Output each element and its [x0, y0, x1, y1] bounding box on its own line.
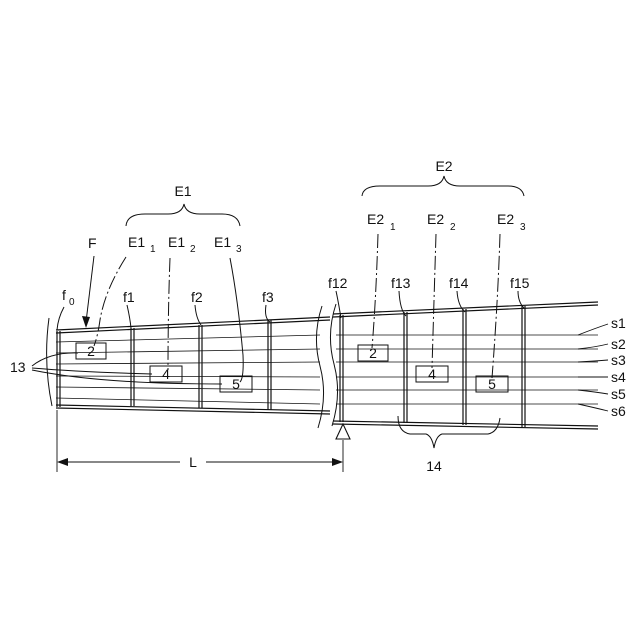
label-f2: f2	[191, 289, 203, 305]
label-f15: f15	[510, 275, 530, 291]
label-s1: s1	[611, 315, 626, 331]
marker-left-4: 4	[150, 366, 182, 382]
svg-text:E2: E2	[497, 211, 514, 227]
leader-f0	[57, 307, 64, 330]
label-f3: f3	[262, 289, 274, 305]
fret-f12	[340, 315, 343, 422]
label-E2-3: E2 3	[497, 211, 526, 233]
label-E1-1: E1 1	[128, 234, 156, 255]
svg-text:1: 1	[150, 244, 156, 255]
marker-label: 4	[162, 366, 170, 382]
svg-text:E2: E2	[367, 211, 384, 227]
saddle-triangle-icon	[336, 424, 350, 439]
break-symbol	[316, 304, 337, 428]
strings	[56, 335, 598, 404]
label-E2: E2	[435, 158, 452, 174]
fret-f0	[57, 331, 60, 407]
label-f14: f14	[449, 275, 469, 291]
leader-f2	[195, 305, 201, 325]
neck-left-edge	[47, 318, 52, 406]
svg-text:1: 1	[390, 222, 396, 233]
fret-f3	[268, 320, 271, 410]
arrow-F	[82, 256, 94, 328]
marker-left-5: 5	[220, 376, 252, 392]
marker-label: 5	[488, 376, 496, 392]
svg-text:E1: E1	[214, 234, 231, 250]
string-s5	[56, 387, 598, 390]
label-f0: f 0	[62, 287, 75, 308]
label-F: F	[88, 235, 97, 251]
label-s5: s5	[611, 386, 626, 402]
svg-text:f: f	[62, 287, 66, 303]
fret-f13	[404, 312, 407, 423]
leader-f13	[399, 291, 406, 316]
fret-f15	[522, 306, 525, 427]
label-E1-3: E1 3	[214, 234, 242, 255]
marker-right-4: 4	[416, 366, 448, 382]
svg-text:E1: E1	[128, 234, 145, 250]
label-14: 14	[426, 458, 442, 474]
label-f13: f13	[391, 275, 411, 291]
string-labels: s1 s2 s3 s4 s5 s6	[578, 315, 626, 419]
label-13: 13	[10, 359, 26, 375]
string-s4	[56, 376, 598, 377]
svg-text:2: 2	[190, 244, 196, 255]
label-f1: f1	[123, 289, 135, 305]
string-s1	[56, 335, 598, 342]
svg-text:0: 0	[69, 297, 75, 308]
leader-f1	[127, 305, 131, 328]
svg-text:2: 2	[450, 222, 456, 233]
label-E2-1: E2 1	[367, 211, 396, 233]
brace-14: 14	[398, 416, 500, 474]
label-E1: E1	[174, 183, 191, 199]
marker-label: 5	[232, 376, 240, 392]
label-s3: s3	[611, 352, 626, 368]
string-s3	[56, 362, 598, 364]
string-s2	[56, 349, 598, 353]
label-s2: s2	[611, 336, 626, 352]
brace-e2: E2	[362, 158, 524, 196]
marker-left-2: 2	[76, 343, 106, 359]
marker-label: 4	[428, 366, 436, 382]
brace-e1: E1	[126, 183, 240, 226]
svg-text:E1: E1	[168, 234, 185, 250]
leaders-e	[94, 234, 500, 382]
label-L: L	[189, 454, 197, 470]
label-f12: f12	[328, 275, 348, 291]
label-s6: s6	[611, 403, 626, 419]
label-E2-2: E2 2	[427, 211, 456, 233]
fret-f2	[199, 325, 202, 408]
label-E1-2: E1 2	[168, 234, 196, 255]
label-s4: s4	[611, 369, 626, 385]
svg-text:E2: E2	[427, 211, 444, 227]
fret-f14	[463, 309, 466, 425]
string-s6	[56, 398, 598, 404]
svg-text:3: 3	[520, 222, 526, 233]
svg-text:3: 3	[236, 244, 242, 255]
marker-right-2: 2	[358, 345, 388, 361]
frets	[57, 306, 525, 427]
neck-left	[56, 317, 330, 414]
marker-label: 2	[369, 345, 377, 361]
dimension-L: L	[57, 410, 343, 472]
